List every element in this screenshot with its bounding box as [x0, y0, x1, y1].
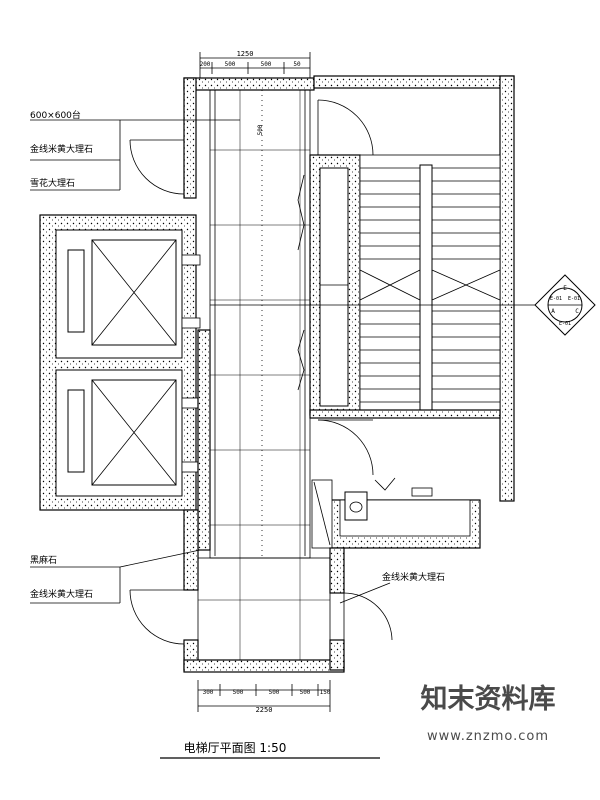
- corridor-floor: [197, 87, 331, 669]
- marker-top: E: [563, 285, 567, 292]
- drawing-title: 电梯厅平面图 1:50: [160, 741, 380, 759]
- material-callouts: 600×600台 金线米黄大理石 雪花大理石 黑麻石 金线米黄大理石 金线米黄大…: [30, 109, 445, 604]
- top-dim-seg: 500: [261, 61, 272, 68]
- bottom-dim-seg: 150: [320, 689, 331, 696]
- section-marker: E E-01 E-01 A C E-01: [210, 274, 596, 336]
- staircase: [309, 75, 515, 502]
- top-dim-seg: 200: [200, 61, 211, 68]
- bottom-dim-seg: 300: [203, 689, 214, 696]
- lower-lobby: [129, 509, 393, 673]
- bottom-dimension: 300 500 500 500 150 2250: [197, 680, 331, 714]
- counterweight: [67, 389, 85, 473]
- watermark-url: www.znzmo.com: [427, 729, 549, 744]
- black-marble-strip: [197, 329, 211, 551]
- bottom-dim-seg: 500: [300, 689, 311, 696]
- top-dim-seg: 500: [225, 61, 236, 68]
- label-material: 黑麻石: [30, 554, 57, 566]
- top-dimension: 1250 200 500 500 50: [200, 50, 311, 82]
- label-material: 雪花大理石: [30, 177, 75, 189]
- watermark-brand: 知末资料库: [421, 684, 556, 715]
- bottom-dim-seg: 500: [233, 689, 244, 696]
- wall-left-upper: [183, 77, 197, 199]
- label-material: 金线米黄大理石: [30, 588, 93, 600]
- label-material: 金线米黄大理石: [30, 143, 93, 155]
- marker-left: E-01: [550, 296, 562, 302]
- marker-center-left: A: [551, 308, 555, 315]
- cabinet-block: [297, 154, 361, 416]
- marker-bottom: E-01: [559, 321, 571, 327]
- label-material: 金线米黄大理石: [382, 571, 445, 583]
- door-left-upper: [129, 139, 185, 195]
- label-tile-spec: 600×600台: [30, 109, 81, 121]
- wall-top: [183, 77, 315, 91]
- elevator-block: [39, 214, 201, 511]
- watermark: 知末资料库 www.znzmo.com: [421, 684, 556, 744]
- bottom-dim-total: 2250: [256, 706, 273, 714]
- counterweight: [67, 249, 85, 333]
- top-dim-total: 1250: [237, 50, 254, 58]
- bottom-dim-seg: 500: [269, 689, 280, 696]
- utility-room: [311, 477, 481, 549]
- title-text: 电梯厅平面图 1:50: [184, 741, 287, 755]
- top-dim-seg: 50: [293, 61, 301, 68]
- marker-right: E-01: [568, 296, 580, 302]
- tile-dim-mark: 500: [257, 124, 264, 135]
- marker-center-right: C: [575, 308, 579, 315]
